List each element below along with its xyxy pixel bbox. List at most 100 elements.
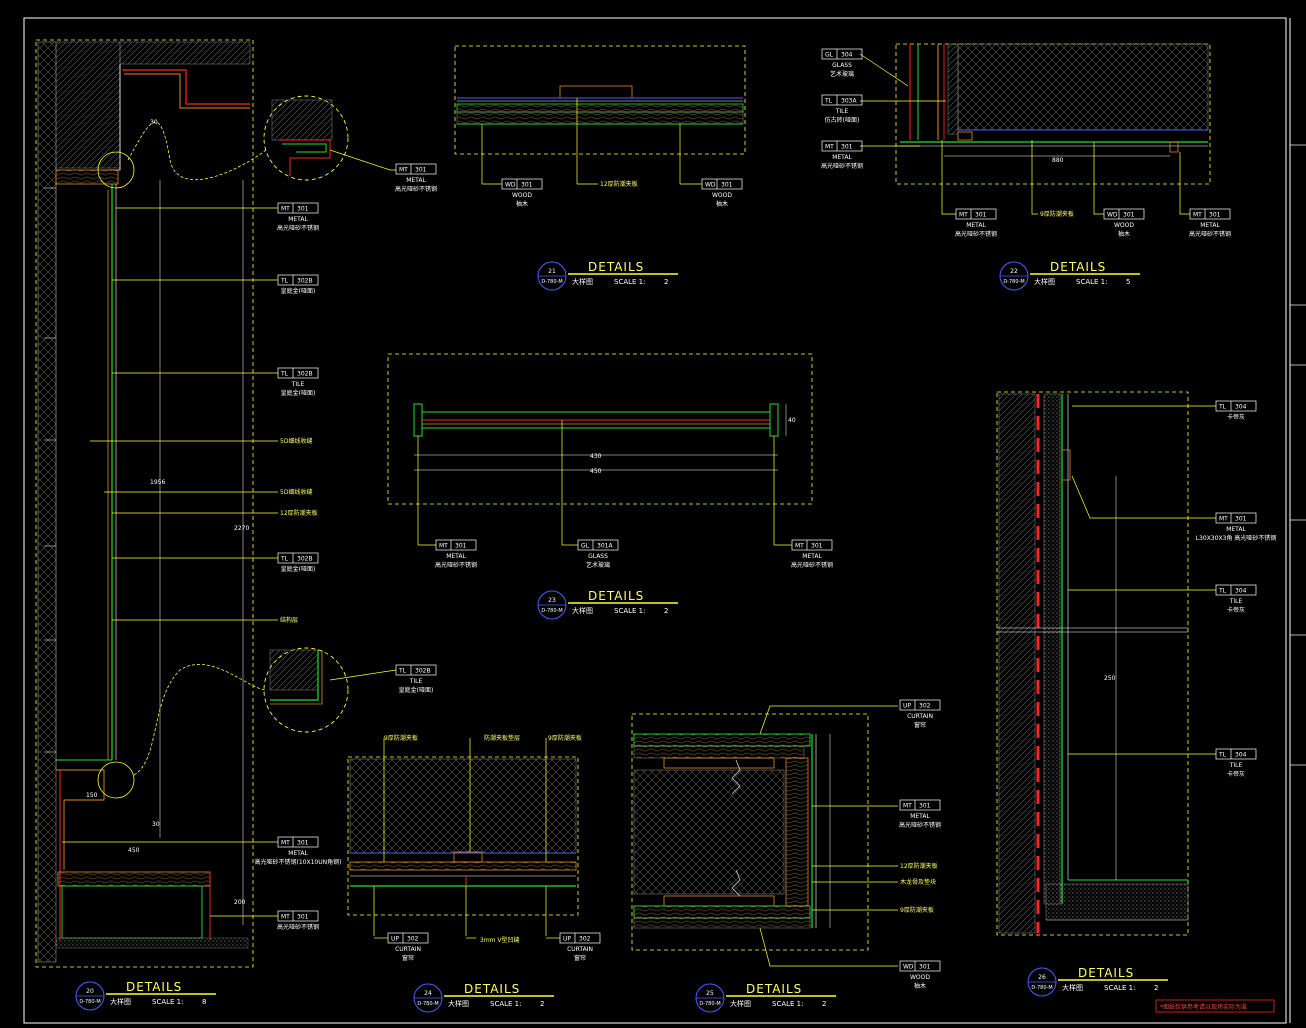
material-tag-number: 301 [415, 167, 427, 174]
material-tag-category: GLASS [832, 62, 852, 69]
material-tag-description: 皇庭金(哑面) [281, 287, 316, 295]
detail-scale-value: 2 [664, 607, 668, 615]
material-tag-number: 301 [297, 914, 309, 921]
dim-d22-880: 880 [1052, 157, 1064, 164]
material-tag-number: 301 [455, 543, 467, 550]
detail-21-drawing [454, 45, 746, 184]
material-tag-category: WOOD [712, 192, 732, 199]
material-tag-code: TL [280, 371, 289, 378]
detail-scale-label: SCALE 1: [490, 1000, 521, 1008]
leader-lines [62, 53, 1216, 939]
material-tag-code: GL [825, 52, 834, 59]
material-tag-category: METAL [966, 222, 986, 229]
material-tag-code: TL [398, 668, 407, 675]
material-tag-number: 301 [841, 144, 853, 151]
material-tag-category: CURTAIN [567, 946, 593, 953]
material-tag-number: 301 [811, 543, 823, 550]
note-d20-c: 12厚防潮夹板 [280, 509, 318, 517]
detail-number: 22 [1010, 268, 1018, 275]
material-tag-code: TL [1218, 588, 1227, 595]
material-tag-code: WD [505, 182, 516, 189]
detail-scale-label: SCALE 1: [1076, 278, 1107, 286]
material-tag-category: METAL [1200, 222, 1220, 229]
detail-title: DETAILS [746, 982, 802, 996]
material-tag-description: 高光哑砂不锈钢 [435, 561, 477, 569]
material-tag-description: 高光哑砂不锈钢 [955, 230, 997, 238]
detail-name: 大样图 [730, 999, 751, 1008]
detail-reference: D-780-M [417, 1001, 438, 1007]
dim-d20-2270: 2270 [234, 525, 249, 532]
material-tag-number: 301 [1123, 212, 1135, 219]
detail-title: DETAILS [1078, 966, 1134, 980]
material-tag-description: 卡帝灰 [1227, 413, 1245, 421]
material-tag-code: UP [391, 936, 399, 943]
material-tag-code: MT [281, 914, 290, 921]
dim-d23-40: 40 [788, 417, 796, 424]
material-tag-code: UP [563, 936, 571, 943]
detail-number: 26 [1038, 974, 1046, 981]
material-tag-number: 304 [841, 52, 853, 59]
detail-scale-value: 5 [1126, 278, 1130, 286]
detail-20-drawing [35, 39, 349, 968]
material-tag-code: MT [439, 543, 448, 550]
material-tag-description: 高光哑砂不锈钢 [1189, 230, 1231, 238]
material-tag-code: GL [581, 543, 590, 550]
material-tag-number: 301 [297, 840, 309, 847]
material-tag-description: 窗帘 [574, 954, 586, 962]
footer-note-box [1155, 999, 1275, 1013]
material-tag-description: 柚木 [516, 200, 528, 208]
material-tag-category: WOOD [512, 192, 532, 199]
material-tag-number: 301 [1209, 212, 1221, 219]
material-tag-number: 302B [297, 371, 313, 378]
note-d25-c: 9厚防潮夹板 [900, 906, 934, 914]
dimensions: 150 450 30 30 1956 2270 200 880 430 450 … [86, 119, 1116, 906]
detail-reference: D-780-M [79, 999, 100, 1005]
detail-number: 20 [86, 988, 94, 995]
material-tag-description: 艺术玻璃 [830, 70, 854, 78]
material-tag-number: 301A [597, 543, 613, 550]
material-tag-number: 301 [297, 206, 309, 213]
detail-23-drawing [387, 353, 813, 545]
material-tag-description: 高光哑砂不锈钢 [277, 224, 319, 232]
material-tag-description: 艺术玻璃 [586, 561, 610, 569]
note-d25-a: 12厚防潮夹板 [900, 862, 938, 870]
material-tag-number: 303A [841, 98, 857, 105]
detail-scale-label: SCALE 1: [772, 1000, 803, 1008]
material-tag-category: WOOD [910, 974, 930, 981]
material-tag-description: 高光哑砂不锈钢 [821, 162, 863, 170]
material-tag-description: 仿古砖(哑面) [825, 116, 860, 124]
detail-name: 大样图 [572, 277, 593, 286]
detail-24-drawing [347, 738, 579, 936]
detail-scale-value: 2 [664, 278, 668, 286]
material-tag-category: TILE [291, 381, 305, 388]
detail-scale-value: 2 [1154, 984, 1158, 992]
detail-number: 25 [706, 990, 714, 997]
material-tag-number: 304 [1235, 404, 1247, 411]
dim-d20-450: 450 [128, 847, 140, 854]
detail-reference: D-780-M [699, 1001, 720, 1007]
material-tag-description: 高光哑砂不锈钢 [395, 185, 437, 193]
material-tag-description: 窗帘 [402, 954, 414, 962]
material-tag-number: 302B [415, 668, 431, 675]
note-d24-a: 9厚防潮夹板 [384, 734, 418, 742]
